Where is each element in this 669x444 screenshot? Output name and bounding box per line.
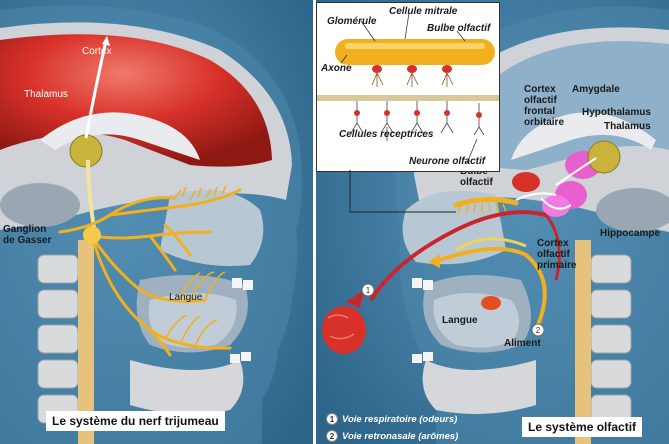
legend-route-2-number: 2 xyxy=(326,430,338,442)
cortex-op-label-1: Cortex xyxy=(537,238,569,249)
cortex-ofo-label-1: Cortex xyxy=(524,84,556,95)
svg-text:1: 1 xyxy=(366,286,371,295)
cellule-mitrale-label: Cellule mitrale xyxy=(389,6,457,17)
legend-route-1-number: 1 xyxy=(326,413,338,425)
amygdale-label: Amygdale xyxy=(572,84,620,95)
hypothalamus-label: Hypothalamus xyxy=(582,107,651,118)
cortex-label: Cortex xyxy=(82,46,111,57)
ganglion-label-line1: Ganglion xyxy=(3,224,46,235)
neurone-olfactif-label: Neurone olfactif xyxy=(409,156,485,167)
bulbe-label-2: olfactif xyxy=(460,177,493,188)
axone-label: Axone xyxy=(321,63,352,74)
trigeminal-head-drawing xyxy=(0,0,313,444)
trigeminal-caption: Le système du nerf trijumeau xyxy=(46,411,225,431)
cortex-ofo-label-2: olfactif xyxy=(524,95,557,106)
cortex-ofo-label-3: frontal xyxy=(524,106,555,117)
thalamus-label-right: Thalamus xyxy=(604,121,651,132)
hippocampe-label: Hippocampe xyxy=(600,228,660,239)
thalamus-label: Thalamus xyxy=(24,89,68,100)
svg-text:2: 2 xyxy=(536,326,541,335)
trigeminal-panel: Cortex Thalamus Ganglion de Gasser Langu… xyxy=(0,0,313,444)
legend-route-2: 2 Voie retronasale (arômes) xyxy=(326,430,458,442)
cortex-ofo-label-4: orbitaire xyxy=(524,117,564,128)
langue-label-right: Langue xyxy=(442,315,478,326)
aliment-label: Aliment xyxy=(504,338,541,349)
olfactory-caption: Le système olfactif xyxy=(522,417,642,437)
cortex-op-label-3: primaire xyxy=(537,260,576,271)
legend-route-1: 1 Voie respiratoire (odeurs) xyxy=(326,413,457,425)
legend-route-1-text: Voie respiratoire (odeurs) xyxy=(342,414,457,425)
langue-label: Langue xyxy=(169,292,202,303)
legend-route-2-text: Voie retronasale (arômes) xyxy=(342,431,458,442)
glomerule-label: Glomérule xyxy=(327,16,376,27)
olfactory-bulb-inset: Glomérule Cellule mitrale Bulbe olfactif… xyxy=(316,2,500,172)
ganglion-label-line2: de Gasser xyxy=(3,235,51,246)
bulbe-olfactif-inset-label: Bulbe olfactif xyxy=(427,23,490,34)
cellules-receptrices-label: Cellules receptrices xyxy=(339,129,434,140)
cortex-op-label-2: olfactif xyxy=(537,249,570,260)
